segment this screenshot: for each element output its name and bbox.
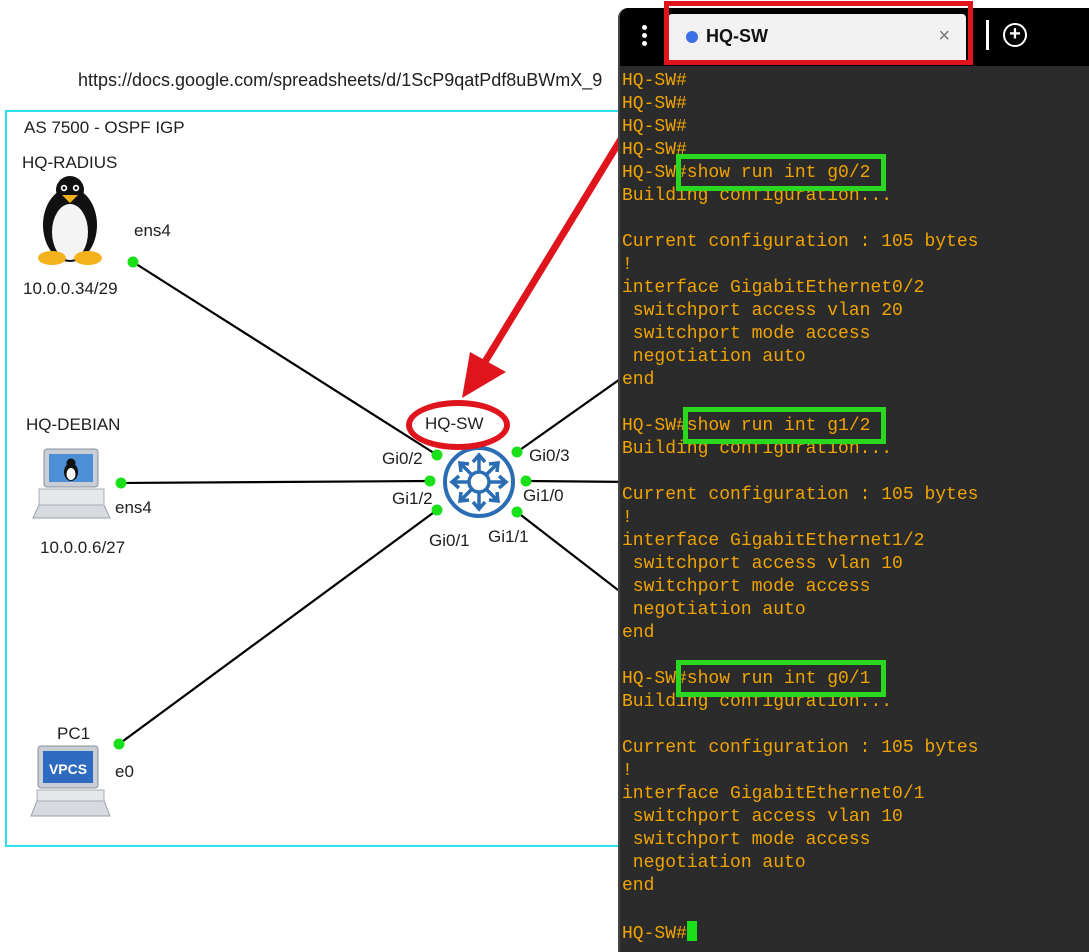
annotation-tab-box (664, 1, 973, 65)
link-dot (520, 475, 532, 487)
laptop-linux-icon (32, 448, 111, 519)
vpcs-badge-text: VPCS (49, 761, 87, 777)
terminal-line: Current configuration : 105 bytes (622, 485, 979, 505)
terminal-line: ! (622, 761, 633, 781)
terminal-line: switchport access vlan 10 (622, 807, 903, 827)
annotation-cmd-box-g0-1 (676, 660, 886, 697)
link-dot (431, 449, 443, 461)
terminal-line: switchport access vlan 20 (622, 301, 903, 321)
terminal-line: Current configuration : 105 bytes (622, 738, 979, 758)
annotation-cmd-box-g1-2 (683, 407, 886, 444)
terminal-line: HQ-SW#show run int g0/1 (622, 669, 871, 689)
ip-label-hq-radius: 10.0.0.34/29 (23, 279, 118, 298)
close-icon[interactable]: × (938, 25, 950, 47)
terminal-line: switchport mode access (622, 830, 871, 850)
iface-label-pc1-e0: e0 (115, 762, 134, 781)
port-label-gi0-1: Gi0/1 (429, 531, 470, 550)
link-pc1-switch (118, 509, 438, 745)
terminal-line: switchport access vlan 10 (622, 554, 903, 574)
link-radius-switch (132, 261, 438, 456)
terminal-line: switchport mode access (622, 324, 871, 344)
menu-dots-icon[interactable] (640, 22, 648, 52)
terminal-line: end (622, 876, 655, 896)
terminal-line: ! (622, 255, 633, 275)
terminal-line: HQ-SW# (622, 117, 687, 137)
port-label-gi0-2: Gi0/2 (382, 449, 423, 468)
link-dot (511, 446, 523, 458)
port-label-gi1-1: Gi1/1 (488, 527, 529, 546)
terminal-line: negotiation auto (622, 347, 806, 367)
as-label: AS 7500 - OSPF IGP (24, 118, 185, 137)
terminal-line: end (622, 623, 655, 643)
cursor (686, 921, 697, 941)
tab-hq-sw[interactable]: HQ-SW × (668, 14, 966, 60)
link-dot (511, 506, 523, 518)
tab-title: HQ-SW (706, 26, 768, 46)
port-label-gi1-0: Gi1/0 (523, 486, 564, 505)
terminal-line: Building configuration... (622, 692, 893, 712)
node-label-hq-debian[interactable]: HQ-DEBIAN (26, 415, 121, 434)
terminal-line: Building configuration... (622, 186, 893, 206)
new-tab-button[interactable]: + (1003, 23, 1027, 47)
status-dot-icon (686, 31, 698, 43)
node-label-hq-radius[interactable]: HQ-RADIUS (22, 153, 118, 172)
iface-label-radius-ens4: ens4 (134, 221, 171, 240)
port-label-gi0-3: Gi0/3 (529, 446, 570, 465)
annotation-cmd-box-g0-2 (676, 154, 886, 191)
node-label-pc1[interactable]: PC1 (57, 724, 91, 743)
terminal-line: HQ-SW# (622, 140, 687, 160)
iface-label-debian-ens4: ens4 (115, 498, 152, 517)
link-dot (127, 256, 139, 268)
terminal-window[interactable]: HQ-SW × + HQ-SW#HQ-SW#HQ-SW#HQ-SW#HQ-SW#… (618, 8, 1089, 952)
terminal-line (622, 208, 1082, 231)
terminal-line: negotiation auto (622, 853, 806, 873)
terminal-line (622, 898, 1082, 921)
terminal-line (622, 461, 1082, 484)
terminal-line: HQ-SW#show run int g1/2 (622, 416, 871, 436)
annotation-ellipse (406, 400, 510, 450)
link-dot (431, 504, 443, 516)
link-debian-switch (120, 479, 431, 485)
link-dot (113, 738, 125, 750)
ip-label-hq-debian: 10.0.0.6/27 (40, 538, 126, 557)
url-text[interactable]: https://docs.google.com/spreadsheets/d/1… (78, 70, 603, 90)
terminal-line: switchport mode access (622, 577, 871, 597)
terminal-line: negotiation auto (622, 600, 806, 620)
terminal-line: Current configuration : 105 bytes (622, 232, 979, 252)
linux-penguin-icon (38, 176, 102, 265)
terminal-output[interactable]: HQ-SW# HQ-SW# HQ-SW# HQ-SW# HQ-SW#show run i… (622, 70, 1082, 944)
terminal-line: HQ-SW# (622, 921, 1082, 944)
switch-icon (443, 446, 515, 518)
terminal-line: ! (622, 508, 633, 528)
terminal-line: interface GigabitEthernet1/2 (622, 531, 925, 551)
link-dot (115, 477, 127, 489)
terminal-line: HQ-SW# (622, 94, 687, 114)
terminal-line: Building configuration... (622, 439, 893, 459)
tab-separator (986, 20, 989, 50)
terminal-line (622, 714, 1082, 737)
terminal-line: end (622, 370, 655, 390)
tab-bar: HQ-SW × + (620, 8, 1089, 66)
terminal-line: interface GigabitEthernet0/2 (622, 278, 925, 298)
vpcs-laptop-icon: VPCS (30, 745, 111, 817)
port-label-gi1-2: Gi1/2 (392, 489, 433, 508)
terminal-line: interface GigabitEthernet0/1 (622, 784, 925, 804)
link-dot (424, 475, 436, 487)
terminal-line: HQ-SW# (622, 71, 687, 91)
